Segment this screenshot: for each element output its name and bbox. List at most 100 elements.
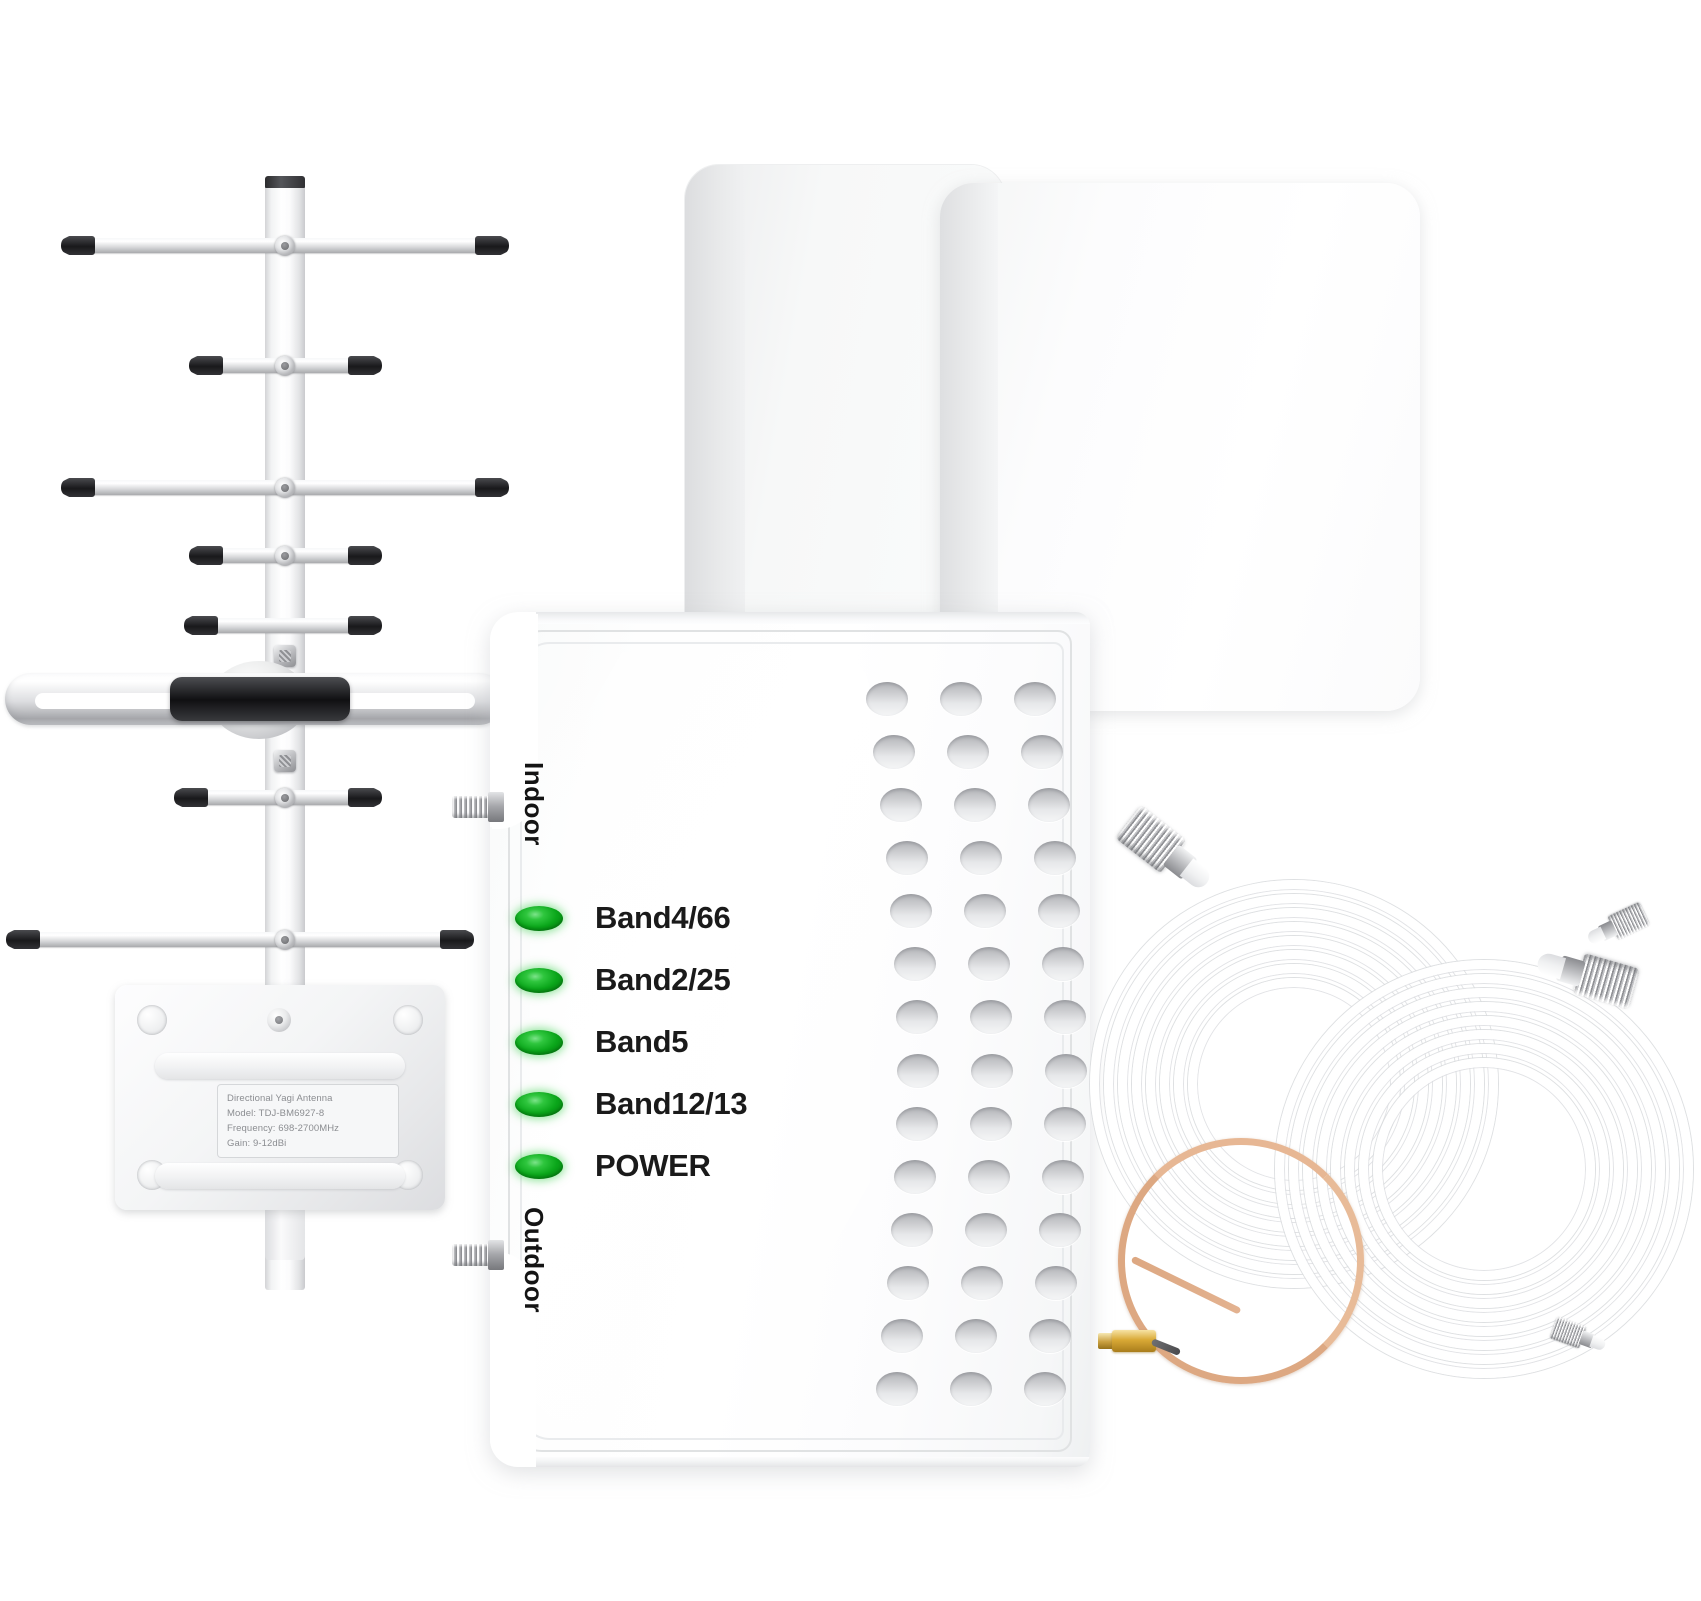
mount-plate-ridge	[155, 1053, 405, 1079]
led-label: Band2/25	[595, 962, 731, 997]
vent-hole	[1042, 947, 1085, 982]
coax-coil-loop	[1359, 1044, 1609, 1294]
vent-hole	[971, 1053, 1014, 1088]
rod-tip-right-icon	[348, 356, 382, 375]
vent-hole	[894, 947, 937, 982]
led-indicator-icon	[515, 1091, 563, 1117]
boom-screw	[275, 930, 295, 950]
vent-hole	[968, 1159, 1011, 1194]
f-connector-nut-icon	[488, 1240, 504, 1270]
vent-hole	[881, 1318, 924, 1353]
vent-hole	[1038, 1212, 1081, 1247]
mount-hole	[393, 1005, 423, 1035]
vent-hole	[1029, 1318, 1072, 1353]
coax-coil-loop	[1331, 1016, 1637, 1322]
booster-top-edge	[490, 612, 1090, 624]
pigtail-loop	[1118, 1138, 1364, 1384]
vent-hole	[940, 682, 982, 716]
led-row: POWER	[515, 1135, 747, 1197]
rod-tip-left-icon	[174, 788, 208, 807]
vent-hole	[1044, 1000, 1087, 1035]
vent-hole	[890, 894, 933, 929]
rod-tip-left-icon	[184, 616, 218, 635]
vent-hole	[1024, 1372, 1066, 1406]
yagi-boom-cap	[265, 176, 305, 188]
booster-groove-outer	[508, 630, 1072, 1452]
outdoor-f-connector[interactable]	[452, 1232, 504, 1278]
mount-plate-screw	[267, 1008, 291, 1032]
vent-hole	[1038, 894, 1081, 929]
rod-tip-right-icon	[475, 236, 509, 255]
yagi-antenna: Directional Yagi Antenna Model: TDJ-BM69…	[0, 150, 520, 1290]
rod-tip-right-icon	[440, 930, 474, 949]
vent-column-1	[866, 612, 944, 1467]
boom-screw	[275, 788, 295, 808]
led-label: Band5	[595, 1024, 689, 1059]
label-line-gain: Gain: 9-12dBi	[227, 1138, 287, 1149]
yagi-element-director-2	[189, 356, 382, 375]
cable-group	[1060, 804, 1700, 1430]
vent-hole	[1027, 788, 1070, 823]
yagi-element-director-6	[174, 788, 382, 807]
rod-tip-left-icon	[61, 236, 95, 255]
yagi-element-reflector	[6, 930, 474, 949]
rod-tip-right-icon	[348, 788, 382, 807]
indoor-f-connector[interactable]	[452, 784, 504, 830]
sma-connector-body-icon	[1098, 1333, 1116, 1349]
booster-waist-top	[490, 612, 536, 827]
label-line-name: Directional Yagi Antenna	[227, 1093, 333, 1104]
vent-hole	[894, 1159, 937, 1194]
led-label: Band12/13	[595, 1086, 748, 1121]
rod-tip-left-icon	[6, 930, 40, 949]
vent-hole	[879, 788, 922, 823]
vent-hole	[970, 1000, 1013, 1035]
vent-hole	[897, 1053, 940, 1088]
led-indicator-icon	[515, 1029, 563, 1055]
label-line-frequency: Frequency: 698-2700MHz	[227, 1123, 340, 1134]
rod-tip-right-icon	[348, 546, 382, 565]
signal-booster-amplifier: Indoor Outdoor Band4/66 Band2/25 Band5	[452, 612, 1110, 1467]
vent-hole	[964, 894, 1007, 929]
yagi-mast-stub	[265, 1200, 305, 1260]
vent-hole	[1033, 841, 1076, 876]
coax-coil-loop	[1373, 1058, 1595, 1280]
vent-hole	[1034, 1265, 1077, 1300]
vent-hole	[953, 788, 996, 823]
boom-screw	[275, 546, 295, 566]
vent-hole	[946, 735, 989, 770]
vent-column-2	[940, 612, 1016, 1467]
vent-hole	[950, 1372, 992, 1406]
vent-column-3	[1014, 612, 1088, 1467]
vent-hole	[886, 1265, 929, 1300]
vent-hole	[970, 1106, 1013, 1141]
vent-hole	[885, 841, 928, 876]
vent-hole	[896, 1106, 939, 1141]
vent-hole	[959, 841, 1002, 876]
vent-hole	[866, 682, 908, 716]
boom-screw	[275, 236, 295, 256]
vent-hole	[1020, 735, 1063, 770]
f-connector-nut-icon	[488, 792, 504, 822]
vent-hole	[960, 1265, 1003, 1300]
vent-hole	[1044, 1106, 1087, 1141]
vent-hole	[872, 735, 915, 770]
led-indicator-icon	[515, 967, 563, 993]
sma-connector[interactable]	[1098, 1328, 1182, 1356]
coax-coil-loop	[1345, 1030, 1623, 1308]
vent-hole	[964, 1212, 1007, 1247]
boom-screw	[275, 356, 295, 376]
sma-connector-nut-icon	[1112, 1330, 1156, 1352]
vent-hole	[876, 1372, 918, 1406]
vent-hole	[1045, 1053, 1088, 1088]
vent-hole	[1042, 1159, 1085, 1194]
coax-n-connector[interactable]	[1115, 804, 1217, 897]
rod-tip-left-icon	[189, 356, 223, 375]
vent-hole	[890, 1212, 933, 1247]
rod-tip-left-icon	[61, 478, 95, 497]
port-label-outdoor: Outdoor	[519, 1207, 549, 1314]
rod-tip-left-icon	[189, 546, 223, 565]
coax-n-connector[interactable]	[1585, 901, 1651, 951]
vent-hole	[955, 1318, 998, 1353]
yagi-mounting-plate: Directional Yagi Antenna Model: TDJ-BM69…	[115, 985, 445, 1210]
